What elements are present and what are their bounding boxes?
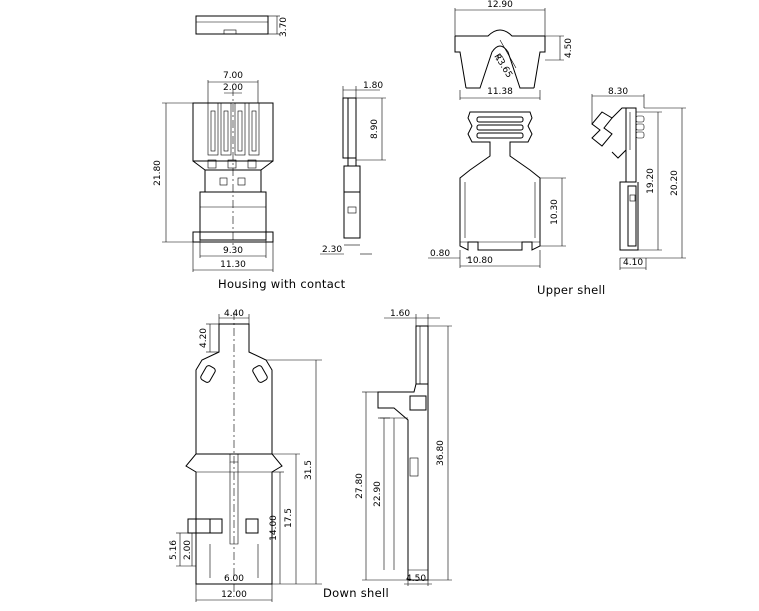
dim-down-2780: 27.80 xyxy=(355,473,365,499)
dim-upper-1030: 10.30 xyxy=(550,199,560,225)
dim-upper-1920: 19.20 xyxy=(646,168,656,194)
dim-down-175: 17.5 xyxy=(284,508,294,528)
housing-front-view: 7.00 2.00 21.80 9.30 11.30 Housing with … xyxy=(153,71,346,291)
dim-upper-2020: 20.20 xyxy=(670,170,680,196)
dim-side-180: 1.80 xyxy=(363,81,383,91)
dim-down-315: 31.5 xyxy=(304,460,314,480)
upper-shell-top-view: R3.65 12.90 4.50 11.38 xyxy=(454,0,574,100)
dim-housing-top-h: 3.70 xyxy=(279,17,289,37)
caption-upper: Upper shell xyxy=(537,283,606,297)
dim-housing-w93: 9.30 xyxy=(223,246,243,256)
dim-side-890: 8.90 xyxy=(370,119,380,139)
dim-down-450: 4.50 xyxy=(406,574,426,584)
dim-housing-w7: 7.00 xyxy=(223,71,243,81)
dim-upper-080: 0.80 xyxy=(430,249,450,259)
dim-upper-410: 4.10 xyxy=(623,258,643,268)
dim-down-516: 5.16 xyxy=(169,540,179,560)
dim-upper-830: 8.30 xyxy=(608,87,628,97)
dim-down-1200: 12.00 xyxy=(221,590,247,600)
dim-upper-1290: 12.90 xyxy=(487,0,513,10)
dim-down-420: 4.20 xyxy=(199,328,209,348)
dim-upper-r: R3.65 xyxy=(491,52,513,80)
down-shell-side-view: 1.60 36.80 27.80 22.90 4.50 xyxy=(355,309,452,586)
dim-upper-1138: 11.38 xyxy=(487,87,513,97)
dim-down-600: 6.00 xyxy=(224,574,244,584)
dim-side-230: 2.30 xyxy=(322,245,342,255)
caption-housing: Housing with contact xyxy=(218,277,346,291)
dim-down-1400: 14.00 xyxy=(269,515,279,541)
dim-down-160: 1.60 xyxy=(390,309,410,319)
caption-down: Down shell xyxy=(323,586,389,600)
housing-top-view: 3.70 xyxy=(195,15,289,37)
dim-down-200: 2.00 xyxy=(183,540,193,560)
housing-side-view: 1.80 8.90 2.30 xyxy=(320,81,386,255)
upper-shell-side-view: 8.30 19.20 20.20 4.10 xyxy=(591,87,686,270)
dim-housing-w113: 11.30 xyxy=(220,260,246,270)
down-shell-front-view: 4.40 4.20 31.5 17.5 14.00 5.16 2.00 6.00… xyxy=(169,309,389,602)
dim-down-2290: 22.90 xyxy=(373,481,383,507)
dim-down-3680: 36.80 xyxy=(436,440,446,466)
upper-shell-front-view: 10.30 0.80 10.80 Upper shell xyxy=(428,111,606,297)
dim-upper-1080: 10.80 xyxy=(467,256,493,266)
dim-down-440: 4.40 xyxy=(224,309,244,319)
dim-housing-h21: 21.80 xyxy=(153,160,163,186)
dim-housing-w2: 2.00 xyxy=(223,83,243,93)
dim-upper-450: 4.50 xyxy=(564,38,574,58)
